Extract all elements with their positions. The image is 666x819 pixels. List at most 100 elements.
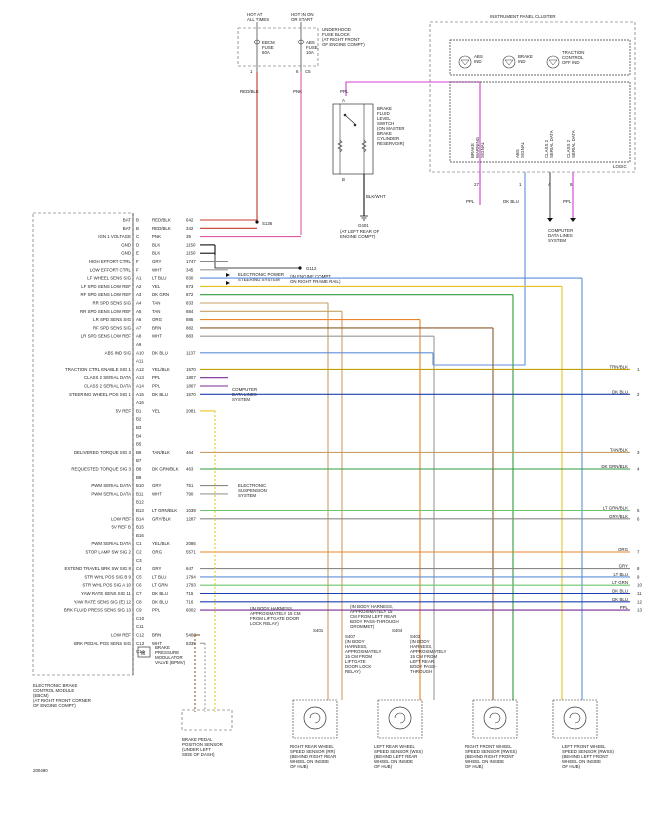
wire-color-label: LT BLU	[152, 276, 166, 281]
ref-wire-label: GRY/BLK	[609, 514, 628, 519]
svg-text:LEFT FRONT WHEEL: LEFT FRONT WHEEL	[562, 744, 606, 749]
svg-text:FLUID: FLUID	[377, 111, 390, 116]
svg-text:SPEED SENSOR (RR): SPEED SENSOR (RR)	[290, 749, 336, 754]
svg-text:SPEED SENSOR (RWSS): SPEED SENSOR (RWSS)	[465, 749, 517, 754]
pin-id: F	[136, 267, 139, 272]
svg-text:OR START: OR START	[291, 17, 313, 22]
svg-text:(BEHIND LEFT FRONT: (BEHIND LEFT FRONT	[562, 754, 609, 759]
svg-text:LEVEL: LEVEL	[377, 116, 391, 121]
wire-red-blk-label: RED/BLK	[240, 89, 259, 94]
circuit-number: 882	[186, 325, 194, 330]
pin-function: DELIVERED TORQUE SIG 3	[74, 450, 132, 455]
pin-function: ABS IND SIG	[105, 350, 132, 355]
pin-function: BAT	[123, 226, 132, 231]
wire-layer	[194, 219, 630, 712]
circuit-number: 345	[186, 267, 194, 272]
svg-text:C5: C5	[305, 69, 311, 74]
ref-wire-label: TRN/BLK	[609, 364, 628, 369]
svg-text:G112: G112	[306, 266, 317, 271]
wire-color-label: BLK	[152, 242, 160, 247]
circuit-number: 751	[186, 483, 194, 488]
ebcm-pin-row: C11	[136, 624, 144, 629]
right-front-wheel-speed-sensor: RIGHT FRONT WHEEL SPEED SENSOR (RWSS) (B…	[465, 744, 517, 769]
pin-id: B16	[136, 533, 144, 538]
pin-function: BAT	[123, 218, 132, 223]
svg-text:IND: IND	[474, 59, 482, 64]
svg-text:CLASS 2: CLASS 2	[544, 139, 549, 158]
svg-text:(IN BODY HARNESS,: (IN BODY HARNESS,	[250, 606, 293, 611]
svg-text:(BEHIND RIGHT FRONT: (BEHIND RIGHT FRONT	[465, 754, 515, 759]
circuit-number: 5408	[186, 633, 196, 638]
pin-id: B11	[136, 491, 144, 496]
ref-wire-label: GRY	[619, 564, 629, 569]
pin-id: B12	[136, 500, 144, 505]
svg-text:BRAKE: BRAKE	[470, 143, 475, 158]
circuit-number: 1137	[186, 350, 196, 355]
wire-color-label: YEL/BLK	[152, 367, 170, 372]
svg-text:RELAY): RELAY)	[345, 669, 361, 674]
svg-text:SPEED SENSOR (RWSS): SPEED SENSOR (RWSS)	[562, 749, 614, 754]
pin-id: B4	[136, 433, 142, 438]
pin-function: TRACTION CTRL ENABLE SIG 1	[65, 367, 132, 372]
pin-function: PWM SERIAL DATA	[91, 541, 131, 546]
bpmv-motor-box	[137, 646, 151, 658]
wire-color-label: ORG	[152, 317, 163, 322]
svg-text:ENGINE COMPT): ENGINE COMPT)	[340, 234, 376, 239]
pin-id: B5	[136, 442, 142, 447]
right-rear-wheel-speed-sensor: RIGHT REAR WHEEL SPEED SENSOR (RR) (BEHI…	[290, 744, 336, 769]
svg-text:(UNDER LEFT: (UNDER LEFT	[182, 747, 211, 752]
sensor-layer: BRAKE PEDAL POSITION SENSOR (UNDER LEFT …	[181, 699, 614, 769]
pin-id: A15	[136, 392, 144, 397]
svg-text:BRAKE: BRAKE	[377, 106, 392, 111]
pin-function: LOW EFFORT CTRL	[90, 267, 132, 272]
svg-text:4: 4	[548, 182, 551, 187]
ref-wire-label: ORG	[618, 547, 629, 552]
circuit-number: 6002	[186, 608, 196, 613]
svg-text:ON RIGHT FRAME RAIL): ON RIGHT FRAME RAIL)	[290, 279, 341, 284]
circuit-number: 873	[186, 284, 194, 289]
wire-color-label: GRY	[152, 483, 162, 488]
svg-text:MODULATOR: MODULATOR	[155, 655, 183, 660]
circuit-number: 1570	[186, 392, 196, 397]
pin-function: YAW RATE SENS SIG 11	[81, 591, 131, 596]
pin-id: C14	[136, 649, 145, 654]
circuit-number: 830	[186, 276, 194, 281]
pin-id: B6	[136, 450, 142, 455]
svg-text:LOCK RELAY): LOCK RELAY)	[250, 621, 279, 626]
wire-color-label: BRN	[152, 325, 161, 330]
ref-number: 6	[637, 516, 640, 521]
wheel-speed-sensor-icon	[377, 699, 423, 739]
ref-number: 8	[637, 566, 640, 571]
svg-text:(AT LEFT REAR OF: (AT LEFT REAR OF	[340, 229, 380, 234]
svg-text:S136: S136	[262, 221, 273, 226]
ref-number: 12	[637, 599, 642, 604]
svg-text:ELECTRONIC: ELECTRONIC	[238, 483, 266, 488]
suspension-system: ELECTRONIC SUSPENSION SYSTEM	[238, 483, 267, 498]
underhood-fuse-block: HOT AT ALL TIMES HOT IN ON OR START UNDE…	[237, 12, 365, 74]
abs-fuse-icon	[297, 39, 305, 45]
svg-text:DOOR LOCK: DOOR LOCK	[345, 664, 371, 669]
svg-text:M: M	[141, 651, 145, 657]
ebcm-pin-row: C3	[136, 558, 142, 563]
pin-id: B10	[136, 483, 144, 488]
ref-number: 2	[637, 392, 640, 397]
wheel-speed-sensor-icon	[552, 699, 598, 739]
ebcm-pin-row: C10	[136, 616, 145, 621]
svg-text:TRACTION: TRACTION	[562, 50, 584, 55]
pin-function: LR SPD SENS LOW REF	[81, 334, 132, 339]
ref-wire-label: LT GRN	[612, 580, 628, 585]
ref-wire-label: LT BLU	[614, 572, 628, 577]
pin-id: C6	[136, 583, 142, 588]
ref-wire-label: LT GRN/BLK	[603, 506, 628, 511]
svg-text:(BEHIND LEFT REAR: (BEHIND LEFT REAR	[374, 754, 417, 759]
